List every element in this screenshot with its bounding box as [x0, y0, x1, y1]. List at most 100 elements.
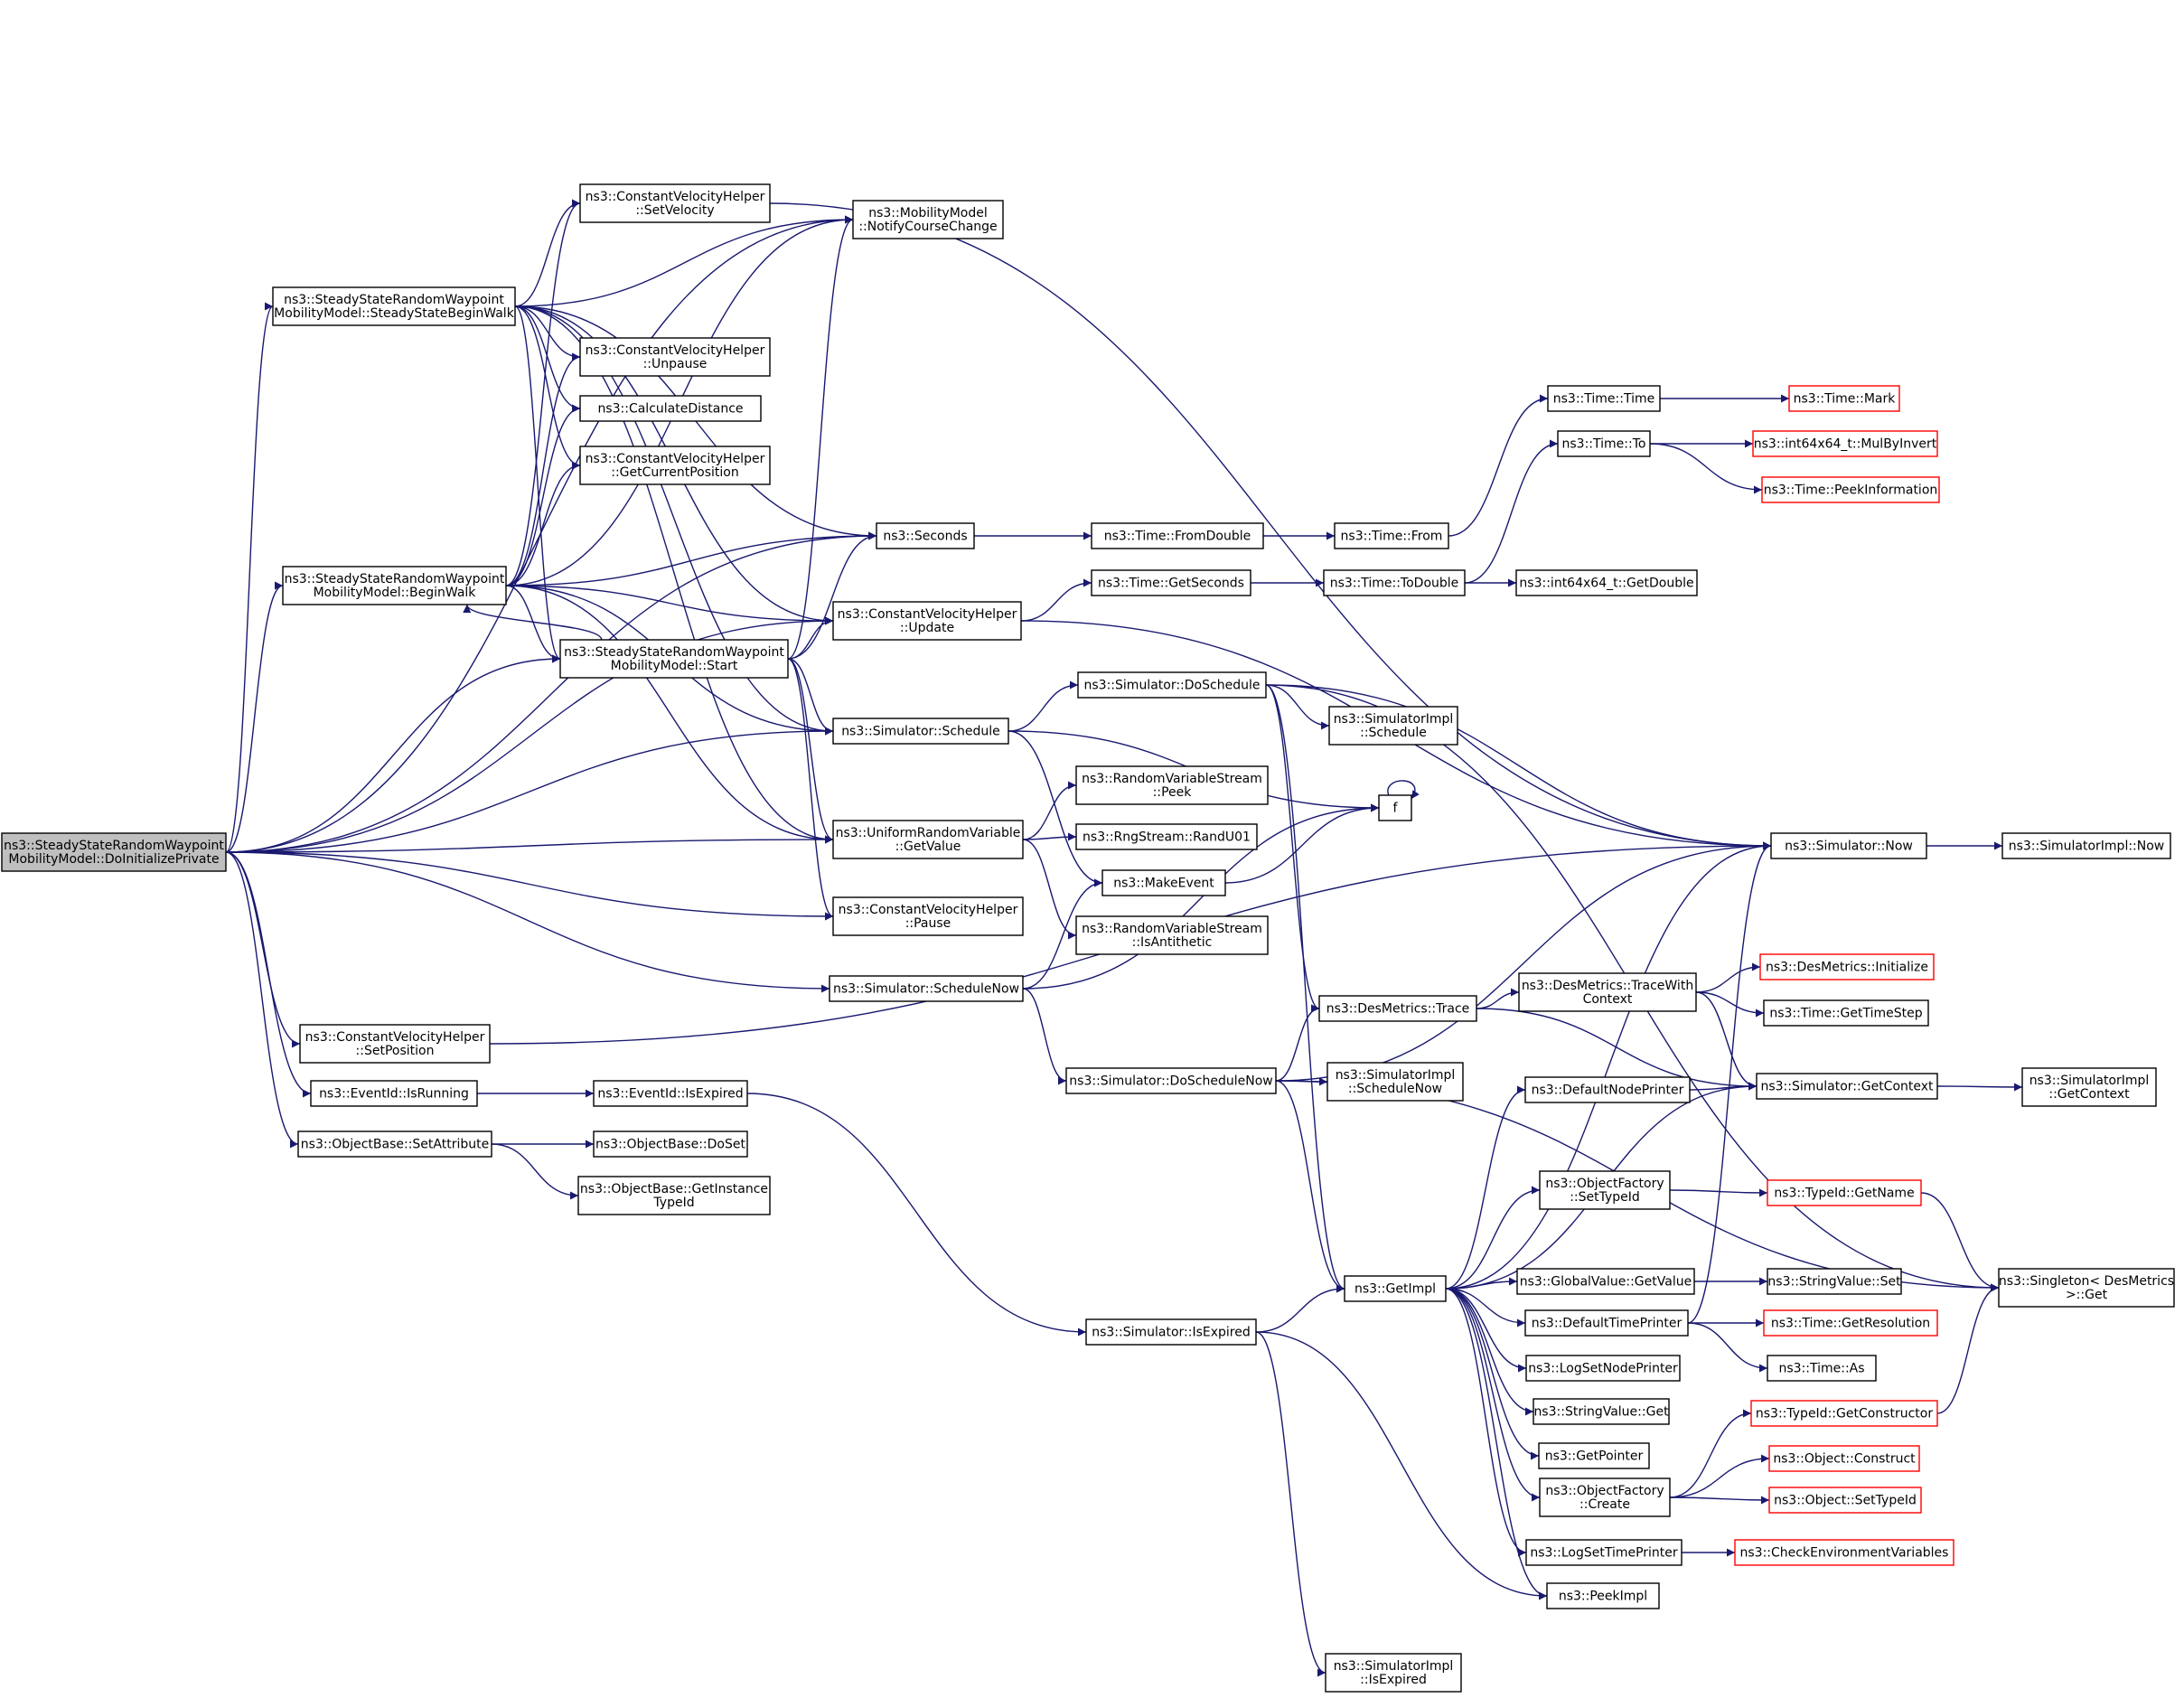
node-isrunning[interactable]: ns3::EventId::IsRunning: [310, 1080, 478, 1107]
node-simulator-getcontext[interactable]: ns3::Simulator::GetContext: [1756, 1073, 1938, 1100]
edge-makeevent-to-f: [1224, 803, 1380, 884]
node-singleton-get-label: ns3::Singleton< DesMetrics: [1999, 1274, 2174, 1289]
node-desmetrics-trace[interactable]: ns3::DesMetrics::Trace: [1318, 995, 1477, 1022]
node-simulator-schedule[interactable]: ns3::Simulator::Schedule: [832, 718, 1009, 745]
node-simulator-now[interactable]: ns3::Simulator::Now: [1770, 832, 1927, 859]
node-notifycoursechange[interactable]: ns3::MobilityModel::NotifyCourseChange: [852, 200, 1004, 239]
node-object-construct[interactable]: ns3::Object::Construct: [1768, 1445, 1920, 1472]
node-simulatorimpl-isexpired-box: [1325, 1653, 1462, 1693]
node-typeid-getconstructor-box: [1750, 1400, 1938, 1427]
node-desmetrics-initialize[interactable]: ns3::DesMetrics::Initialize: [1759, 953, 1935, 980]
node-time-as[interactable]: ns3::Time::As: [1767, 1355, 1877, 1382]
node-update[interactable]: ns3::ConstantVelocityHelper::Update: [832, 601, 1022, 641]
node-doset[interactable]: ns3::ObjectBase::DoSet: [593, 1130, 748, 1158]
node-calculatedistance[interactable]: ns3::CalculateDistance: [579, 395, 762, 422]
node-typeid-getname[interactable]: ns3::TypeId::GetName: [1767, 1179, 1922, 1206]
edge-start-to-getvalue: [787, 658, 834, 844]
edge-root-to-seconds: [225, 531, 877, 853]
node-object-settypeid[interactable]: ns3::Object::SetTypeId: [1768, 1487, 1922, 1514]
node-doinitializeprivate-label: ns3::SteadyStateRandomWaypoint: [4, 839, 224, 853]
node-singleton-get[interactable]: ns3::Singleton< DesMetrics>::Get: [1998, 1268, 2175, 1308]
node-makeevent[interactable]: ns3::MakeEvent: [1101, 869, 1226, 896]
node-mulbyinvert[interactable]: ns3::int64x64_t::MulByInvert: [1752, 430, 1938, 457]
node-getcurrentposition[interactable]: ns3::ConstantVelocityHelper::GetCurrentP…: [579, 446, 771, 485]
node-pause[interactable]: ns3::ConstantVelocityHelper::Pause: [832, 896, 1024, 936]
node-unpause[interactable]: ns3::ConstantVelocityHelper::Unpause: [579, 337, 771, 377]
node-start-label: MobilityModel::Start: [611, 659, 738, 673]
node-checkenvironmentvariables-box: [1734, 1539, 1954, 1566]
node-isantithetic[interactable]: ns3::RandomVariableStream::IsAntithetic: [1075, 915, 1269, 955]
node-notifycoursechange-box: [852, 200, 1004, 239]
node-simulatorimpl-schedule[interactable]: ns3::SimulatorImpl::Schedule: [1328, 706, 1458, 746]
node-peek[interactable]: ns3::RandomVariableStream::Peek: [1075, 765, 1269, 805]
node-defaultnodeprinter[interactable]: ns3::DefaultNodePrinter: [1524, 1076, 1691, 1103]
node-steadystatebeginwalk[interactable]: ns3::SteadyStateRandomWaypointMobilityMo…: [272, 286, 516, 326]
node-steadystatebeginwalk-label: MobilityModel::SteadyStateBeginWalk: [274, 306, 515, 321]
node-simulatorimpl-now[interactable]: ns3::SimulatorImpl::Now: [2001, 832, 2171, 859]
node-defaultnodeprinter-label: ns3::DefaultNodePrinter: [1532, 1084, 1684, 1098]
node-getcurrentposition-label: ns3::ConstantVelocityHelper: [586, 452, 765, 466]
node-beginwalk[interactable]: ns3::SteadyStateRandomWaypointMobilityMo…: [282, 566, 507, 605]
node-eventid-isexpired[interactable]: ns3::EventId::IsExpired: [593, 1080, 748, 1107]
node-simulatorimpl-now-box: [2001, 832, 2171, 859]
node-time-to[interactable]: ns3::Time::To: [1557, 430, 1651, 457]
node-simulatorimpl-getcontext-label: ::GetContext: [2048, 1087, 2130, 1102]
node-time-to-label: ns3::Time::To: [1562, 437, 1646, 452]
node-time-time-label: ns3::Time::Time: [1553, 392, 1654, 407]
node-time-gettimestep[interactable]: ns3::Time::GetTimeStep: [1763, 999, 1929, 1027]
node-time-getresolution[interactable]: ns3::Time::GetResolution: [1763, 1309, 1938, 1337]
node-globalvalue-getvalue[interactable]: ns3::GlobalValue::GetValue: [1516, 1268, 1695, 1295]
node-getpointer[interactable]: ns3::GetPointer: [1538, 1442, 1650, 1469]
node-simulator-isexpired[interactable]: ns3::Simulator::IsExpired: [1085, 1318, 1257, 1346]
node-logsetnodeprinter[interactable]: ns3::LogSetNodePrinter: [1525, 1355, 1681, 1382]
node-typeid-getconstructor[interactable]: ns3::TypeId::GetConstructor: [1750, 1400, 1938, 1427]
node-peekimpl-label: ns3::PeekImpl: [1559, 1590, 1647, 1604]
node-time-getseconds[interactable]: ns3::Time::GetSeconds: [1091, 569, 1251, 596]
edge-start-to-notify: [787, 215, 854, 660]
node-defaulttimeprinter[interactable]: ns3::DefaultTimePrinter: [1524, 1309, 1689, 1337]
node-time-as-box: [1767, 1355, 1877, 1382]
node-checkenvironmentvariables[interactable]: ns3::CheckEnvironmentVariables: [1734, 1539, 1954, 1566]
node-stringvalue-get[interactable]: ns3::StringValue::Get: [1533, 1398, 1670, 1425]
edge-root-to-schedule: [225, 727, 834, 853]
node-simulatorimpl-schedulenow[interactable]: ns3::SimulatorImpl::ScheduleNow: [1326, 1062, 1464, 1102]
node-simulatorimpl-isexpired[interactable]: ns3::SimulatorImpl::IsExpired: [1325, 1653, 1462, 1693]
node-time-time[interactable]: ns3::Time::Time: [1547, 385, 1661, 412]
node-peekinformation[interactable]: ns3::Time::PeekInformation: [1761, 476, 1940, 503]
node-peekimpl[interactable]: ns3::PeekImpl: [1546, 1582, 1660, 1609]
node-objectfactory-settypeid[interactable]: ns3::ObjectFactory::SetTypeId: [1539, 1170, 1671, 1210]
node-time-gettimestep-label: ns3::Time::GetTimeStep: [1769, 1007, 1922, 1021]
node-time-from[interactable]: ns3::Time::From: [1334, 522, 1449, 549]
edge-getctor-to-singleton: [1936, 1283, 2000, 1414]
node-time-fromdouble[interactable]: ns3::Time::FromDouble: [1091, 522, 1264, 549]
node-setattribute[interactable]: ns3::ObjectBase::SetAttribute: [297, 1130, 492, 1158]
node-f[interactable]: f: [1378, 794, 1412, 821]
node-doschedulenow[interactable]: ns3::Simulator::DoScheduleNow: [1065, 1067, 1277, 1094]
node-randu01[interactable]: ns3::RngStream::RandU01: [1075, 823, 1258, 850]
node-simulatorimpl-isexpired-label: ::IsExpired: [1360, 1673, 1427, 1687]
node-schedulenow-label: ns3::Simulator::ScheduleNow: [833, 982, 1019, 997]
node-getimpl[interactable]: ns3::GetImpl: [1344, 1275, 1447, 1302]
node-peekinformation-box: [1761, 476, 1940, 503]
edge-tracewith-to-getcontext: [1695, 991, 1758, 1091]
edge-setvel-to-now: [769, 202, 1772, 850]
node-uniform-getvalue[interactable]: ns3::UniformRandomVariable::GetValue: [832, 820, 1024, 859]
node-logsettimeprinter[interactable]: ns3::LogSetTimePrinter: [1525, 1539, 1683, 1566]
node-setposition[interactable]: ns3::ConstantVelocityHelper::SetPosition: [299, 1024, 491, 1064]
node-doinitializeprivate[interactable]: ns3::SteadyStateRandomWaypointMobilityMo…: [1, 832, 227, 872]
node-time-todouble[interactable]: ns3::Time::ToDouble: [1323, 569, 1466, 596]
edge-schedule-to-makeevent: [1008, 730, 1103, 887]
node-objectfactory-create[interactable]: ns3::ObjectFactory::Create: [1539, 1478, 1671, 1517]
node-int64x64-getdouble[interactable]: ns3::int64x64_t::GetDouble: [1515, 569, 1698, 596]
node-schedulenow[interactable]: ns3::Simulator::ScheduleNow: [829, 975, 1024, 1002]
node-time-mark[interactable]: ns3::Time::Mark: [1788, 385, 1900, 412]
node-start[interactable]: ns3::SteadyStateRandomWaypointMobilityMo…: [559, 639, 789, 679]
node-setvelocity[interactable]: ns3::ConstantVelocityHelper::SetVelocity: [579, 183, 771, 223]
node-simulatorimpl-getcontext[interactable]: ns3::SimulatorImpl::GetContext: [2021, 1067, 2157, 1107]
node-doschedule[interactable]: ns3::Simulator::DoSchedule: [1077, 671, 1267, 699]
node-seconds[interactable]: ns3::Seconds: [876, 522, 975, 549]
node-time-from-label: ns3::Time::From: [1341, 530, 1443, 544]
node-stringvalue-set[interactable]: ns3::StringValue::Set: [1767, 1268, 1902, 1295]
